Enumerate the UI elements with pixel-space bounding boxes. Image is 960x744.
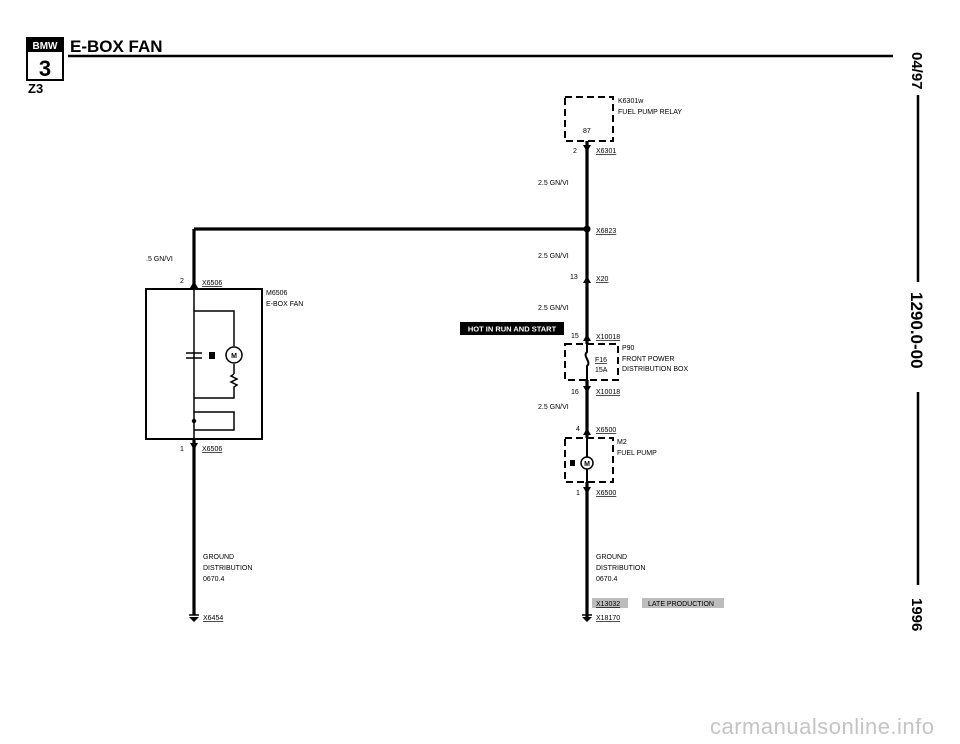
pin-x6500-in: 4: [576, 426, 580, 433]
connector-x6823: X6823: [596, 228, 616, 235]
fan-id: M6506: [266, 290, 288, 297]
fuse-box-id: P90: [622, 345, 635, 352]
relay-out-pin: 2: [573, 148, 577, 155]
page-title: E-BOX FAN: [70, 37, 163, 56]
pin-x6506-out: 1: [180, 446, 184, 453]
connector-x10018-in: X10018: [596, 334, 620, 341]
pin-x10018-out: 16: [571, 389, 579, 396]
brand-text: BMW: [33, 41, 59, 52]
fan-housing: [145, 288, 263, 440]
fuse-box-line1: FRONT POWER: [622, 356, 674, 363]
right-ground-line1: GROUND: [596, 554, 627, 561]
watermark: carmanualsonline.info: [710, 714, 935, 739]
fuel-pump-motor-icon: [580, 456, 594, 470]
pin-x6506-in: 2: [180, 278, 184, 285]
fan-name: E-BOX FAN: [266, 301, 303, 308]
pin-x20: 13: [570, 274, 578, 281]
connector-x6506-in-symbol: [190, 281, 198, 288]
relay-id: K6301w: [618, 98, 644, 105]
connector-x10018-out-symbol: [583, 386, 591, 393]
late-production-note: LATE PRODUCTION: [648, 601, 714, 608]
connector-x6301: X6301: [596, 148, 616, 155]
relay-pin-87: 87: [583, 128, 591, 135]
wire-label-fan: .5 GN/VI: [146, 256, 173, 263]
pin-x10018-in: 15: [571, 333, 579, 340]
bmw-logo: BMW 3: [26, 37, 64, 81]
late-production-highlight: [642, 598, 724, 608]
left-ground-line2: DISTRIBUTION: [203, 565, 252, 572]
connector-x20-symbol: [583, 276, 591, 283]
x13032-highlight: [592, 598, 628, 608]
series-text: 3: [39, 56, 51, 81]
pin-x6500-out: 1: [576, 490, 580, 497]
connector-x6506-in: X6506: [202, 280, 222, 287]
fan-internal-circuit: [186, 289, 239, 439]
wire-label-3: 2.5 GN/VI: [538, 305, 569, 312]
connector-x18170: X18170: [596, 615, 620, 622]
wire-label-4: 2.5 GN/VI: [538, 404, 569, 411]
connector-x6500-in-symbol: [583, 428, 591, 435]
relay-name: FUEL PUMP RELAY: [618, 109, 682, 116]
fuel-pump-id: M2: [617, 439, 627, 446]
hot-in-run-badge: [460, 322, 564, 335]
left-ground-line3: 0670.4: [203, 576, 225, 583]
fan-motor-label: M: [231, 353, 237, 360]
right-ground-line2: DISTRIBUTION: [596, 565, 645, 572]
fuel-pump-name: FUEL PUMP: [617, 450, 657, 457]
connector-x10018-out: X10018: [596, 389, 620, 396]
left-ground-icon: [189, 617, 199, 622]
right-ground-line3: 0670.4: [596, 576, 618, 583]
hot-in-run-text: HOT IN RUN AND START: [468, 325, 557, 334]
fuse-id: F16: [595, 357, 607, 364]
fuse-box: [564, 343, 619, 381]
fuse-box-line2: DISTRIBUTION BOX: [622, 366, 688, 373]
side-year: 1996: [908, 598, 925, 631]
fuel-pump-ground-icon: [570, 460, 575, 466]
fuse-rating: 15A: [595, 367, 608, 374]
side-band: 04/97 1290.0-00 1996: [907, 52, 926, 631]
fan-node-dot: [191, 418, 197, 424]
fan-ground-icon: [209, 352, 215, 359]
wire-label-2: 2.5 GN/VI: [538, 253, 569, 260]
connector-x13032: X13032: [596, 601, 620, 608]
model-label: Z3: [28, 81, 43, 96]
wire-label-1: 2.5 GN/VI: [538, 180, 569, 187]
connector-x6500-out: X6500: [596, 490, 616, 497]
left-ground-line1: GROUND: [203, 554, 234, 561]
relay-box: [564, 96, 614, 142]
connector-x6506-out: X6506: [202, 446, 222, 453]
fuse-symbol: [584, 344, 590, 380]
connector-x20: X20: [596, 276, 609, 283]
right-ground-icon: [582, 617, 592, 622]
side-code: 1290.0-00: [907, 292, 926, 369]
fan-motor-icon: [225, 346, 243, 364]
side-date: 04/97: [908, 52, 925, 90]
connector-x10018-in-symbol: [583, 334, 591, 341]
fuel-pump-motor-label: M: [584, 461, 590, 468]
connector-x6500-in: X6500: [596, 427, 616, 434]
connector-x6500-out-symbol: [583, 487, 591, 494]
connector-x6454: X6454: [203, 615, 223, 622]
